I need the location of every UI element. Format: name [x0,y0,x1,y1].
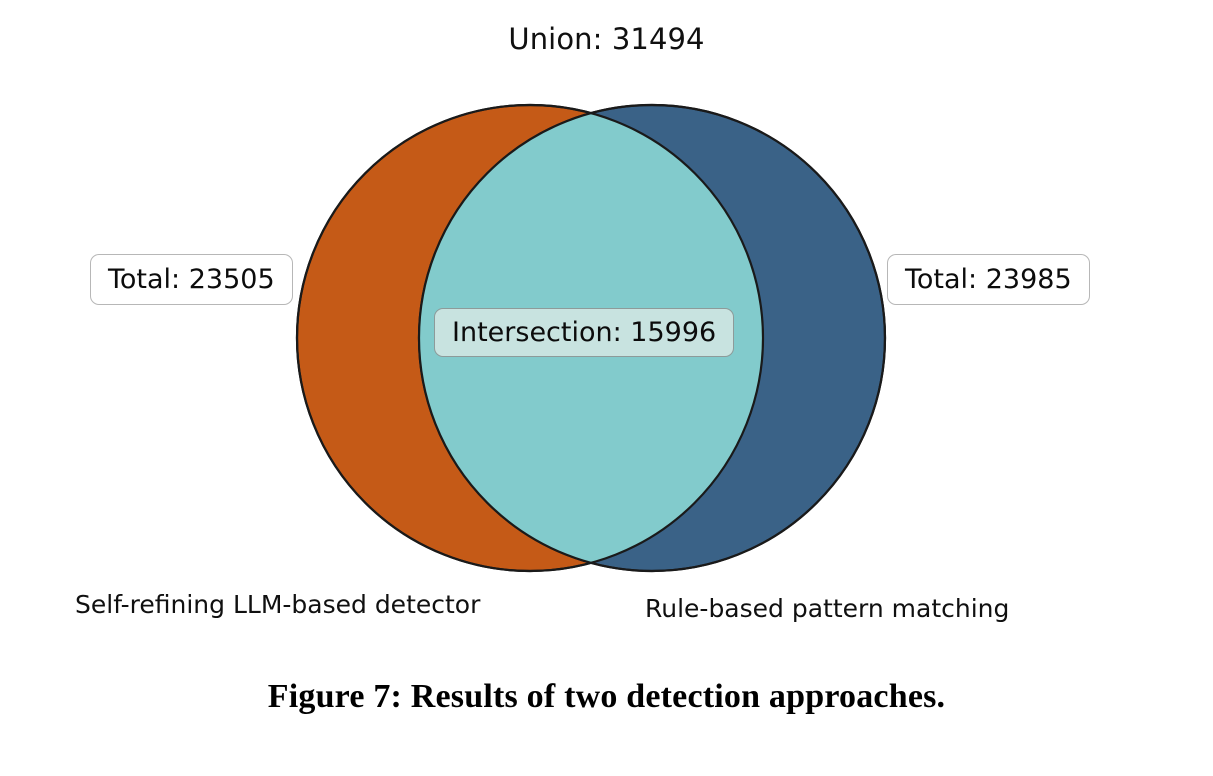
intersection-label: Intersection: 15996 [452,317,717,348]
figure-caption: Figure 7: Results of two detection appro… [267,678,946,715]
venn-circle-left-outline [295,103,765,573]
right-set-caption: Rule-based pattern matching [645,594,1010,623]
venn-circle-right-outline [417,103,887,573]
intersection-badge: Intersection: 15996 [434,308,735,357]
left-set-caption: Self-refining LLM-based detector [75,590,481,619]
left-total-label: Total: 23505 [108,264,275,295]
right-total-badge: Total: 23985 [887,254,1090,305]
union-title: Union: 31494 [508,22,705,56]
left-total-badge: Total: 23505 [90,254,293,305]
right-total-label: Total: 23985 [905,264,1072,295]
